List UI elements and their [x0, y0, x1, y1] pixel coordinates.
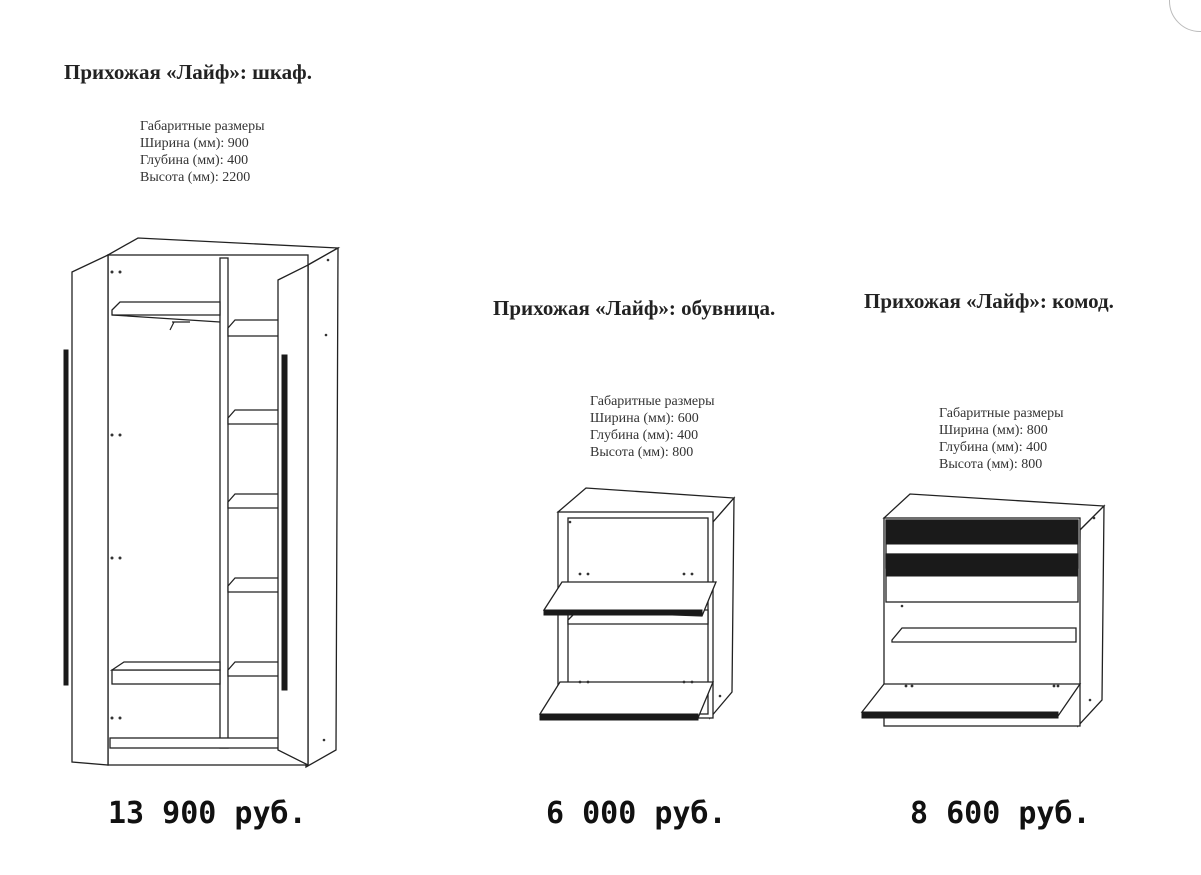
shoe-cabinet-width: Ширина (мм): 600 [590, 411, 699, 426]
page-corner-decoration [1169, 0, 1201, 32]
wardrobe-title: Прихожая «Лайф»: шкаф. [64, 60, 312, 84]
shoe-cabinet-depth: Глубина (мм): 400 [590, 428, 699, 443]
dresser-width: Ширина (мм): 800 [939, 423, 1048, 438]
wardrobe-depth: Глубина (мм): 400 [140, 153, 249, 168]
dresser-height: Высота (мм): 800 [939, 457, 1043, 472]
dresser-dims-header: Габаритные размеры [939, 406, 1064, 421]
shoe-cabinet-price: 6 000 руб. [546, 796, 727, 831]
dresser-drawing [860, 493, 1106, 728]
wardrobe-drawing [63, 237, 341, 769]
shoe-cabinet-dims-header: Габаритные размеры [590, 394, 715, 409]
shoe-cabinet-title: Прихожая «Лайф»: обувница. [493, 296, 776, 320]
shoe-cabinet-height: Высота (мм): 800 [590, 445, 694, 460]
dresser-depth: Глубина (мм): 400 [939, 440, 1048, 455]
wardrobe-price: 13 900 руб. [108, 796, 307, 831]
wardrobe-width: Ширина (мм): 900 [140, 136, 249, 151]
wardrobe-dims-header: Габаритные размеры [140, 119, 265, 134]
shoe-cabinet-drawing [538, 487, 736, 721]
shoe-cabinet-dimensions: Габаритные размеры Ширина (мм): 600 Глуб… [590, 393, 715, 461]
dresser-price: 8 600 руб. [910, 796, 1091, 831]
dresser-dimensions: Габаритные размеры Ширина (мм): 800 Глуб… [939, 405, 1064, 473]
dresser-title: Прихожая «Лайф»: комод. [864, 289, 1114, 313]
wardrobe-height: Высота (мм): 2200 [140, 170, 251, 185]
wardrobe-dimensions: Габаритные размеры Ширина (мм): 900 Глуб… [140, 118, 265, 186]
